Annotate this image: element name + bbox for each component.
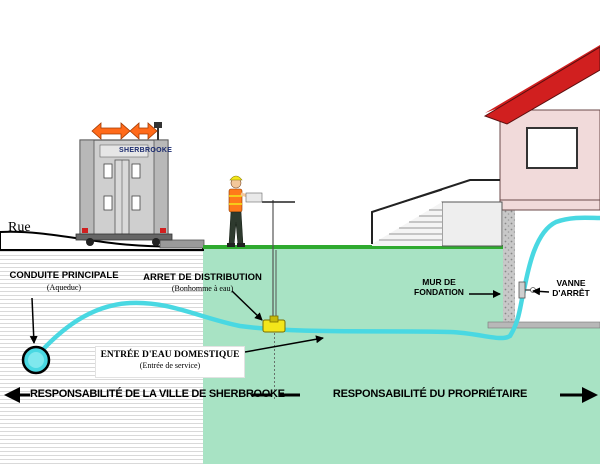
curb-stop-valve-top — [269, 315, 279, 323]
truck-sign: SHERBROOKE — [119, 147, 173, 154]
foundation-wall-label-line1: MUR DE — [422, 277, 456, 287]
roof-slope — [483, 46, 600, 125]
domestic-entry-sublabel: (Entrée de service) — [139, 361, 201, 370]
stop-valve-sublabel: (Bonhomme à eau) — [171, 284, 234, 293]
domestic-entry-arrow — [244, 335, 324, 353]
domestic-entry-box: ENTRÉE D'EAU DOMESTIQUE (Entrée de servi… — [95, 346, 245, 378]
porch — [441, 201, 503, 247]
footing — [487, 321, 600, 329]
owner-responsibility-label: RESPONSABILITÉ DU PROPRIÉTAIRE — [332, 388, 528, 400]
stairs — [372, 202, 442, 246]
stair-railing — [371, 179, 500, 244]
stop-valve-arrow — [231, 290, 263, 321]
domestic-entry-label: ENTRÉE D'EAU DOMESTIQUE — [100, 350, 240, 360]
main-pipe-label: CONDUITE PRINCIPALE — [9, 270, 119, 281]
curb — [159, 239, 205, 249]
foundation-wall — [503, 210, 515, 328]
main-pipe-arrow — [29, 297, 38, 344]
owner-responsibility-arrow — [280, 387, 598, 403]
city-responsibility-label: RESPONSABILITÉ DE LA VILLE DE SHERBROOKE — [30, 388, 285, 400]
stair-railing-lower — [371, 189, 443, 213]
foundation-wall-label: MUR DE FONDATION — [412, 277, 466, 297]
worker-figure — [227, 175, 263, 247]
city-responsibility-arrow — [4, 387, 272, 403]
shutoff-valve-label: VANNE D'ARRÊT — [546, 278, 596, 298]
house-window — [526, 127, 578, 169]
shutoff-valve-label-line2: D'ARRÊT — [552, 288, 590, 298]
service-pipe — [34, 215, 600, 359]
street-label: Rue — [8, 220, 31, 235]
foundation-wall-label-line2: FONDATION — [414, 287, 464, 297]
city-truck — [75, 122, 173, 246]
shutoff-valve-label-line1: VANNE — [556, 278, 586, 288]
shutoff-valve-arrow — [532, 287, 550, 296]
stair-steps — [379, 209, 442, 241]
stop-valve-label: ARRET DE DISTRIBUTION — [143, 272, 262, 283]
main-pipe-sublabel: (Aqueduc) — [46, 283, 82, 292]
truck-arrow-icon — [91, 122, 158, 140]
grass-line — [203, 245, 600, 249]
main-pipe-inner — [28, 352, 44, 368]
